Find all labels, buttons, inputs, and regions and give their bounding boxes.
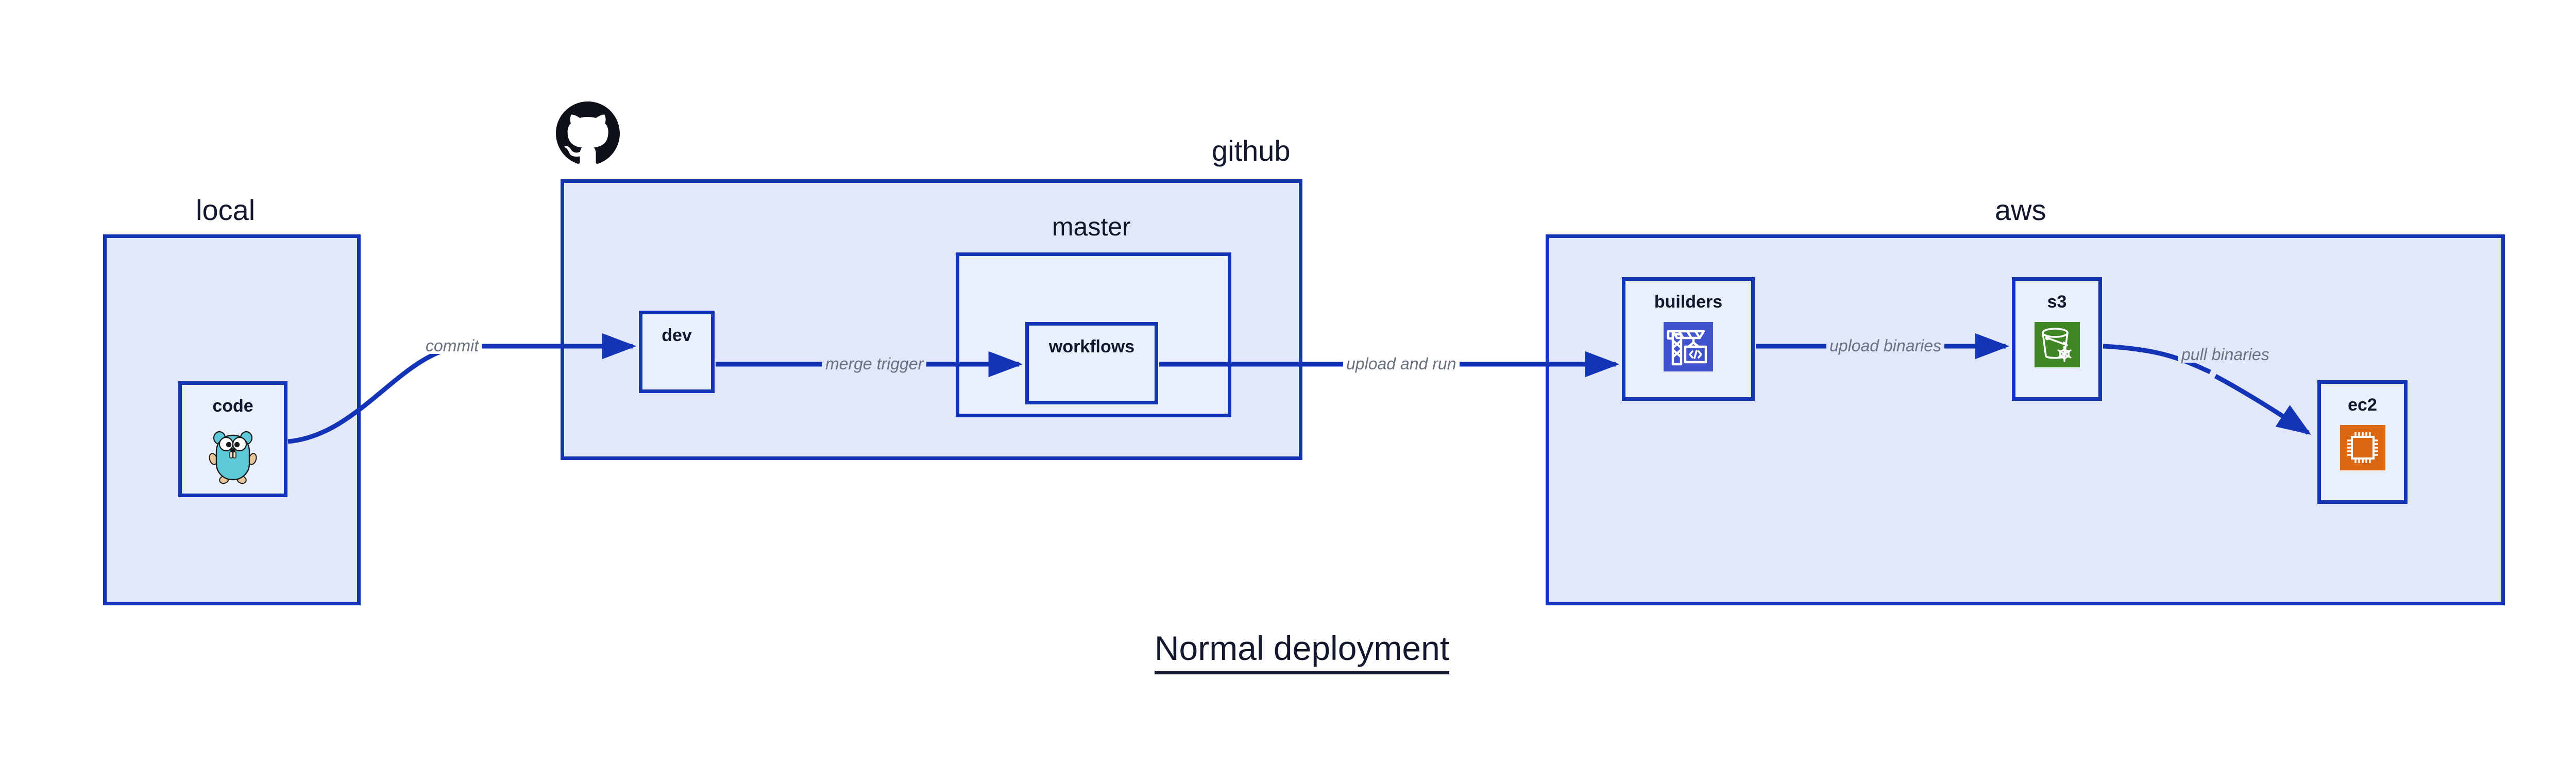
edge-label-upload-and-run: upload and run — [1343, 355, 1460, 372]
ec2-cpu-chip-icon — [2340, 425, 2385, 473]
node-ec2[interactable]: ec2 — [2317, 380, 2408, 504]
node-s3[interactable]: s3 — [2012, 277, 2102, 401]
node-code-label: code — [212, 396, 253, 416]
go-gopher-icon — [207, 426, 259, 486]
github-octocat-icon — [556, 101, 620, 165]
node-s3-label: s3 — [2047, 292, 2067, 312]
node-dev-label: dev — [662, 326, 692, 345]
zone-aws-label: aws — [1995, 194, 2046, 226]
node-workflows[interactable]: workflows — [1025, 322, 1158, 404]
zone-github-label: github — [1212, 134, 1291, 167]
node-code[interactable]: code — [178, 381, 287, 497]
node-ec2-label: ec2 — [2348, 395, 2377, 415]
edge-label-merge-trigger: merge trigger — [822, 355, 927, 372]
codebuild-crane-icon — [1664, 322, 1713, 374]
edge-label-upload-binaries: upload binaries — [1826, 337, 1945, 354]
page-title-text: Normal deployment — [1154, 629, 1450, 674]
node-builders-label: builders — [1654, 292, 1723, 312]
node-workflows-label: workflows — [1048, 337, 1135, 356]
s3-bucket-icon — [2034, 322, 2080, 370]
group-master-label: master — [1052, 212, 1131, 241]
edge-label-pull-binaries: pull binaries — [2178, 346, 2273, 363]
node-builders[interactable]: builders — [1622, 277, 1755, 401]
page-title: Normal deployment — [0, 629, 2576, 674]
edge-label-commit: commit — [422, 337, 482, 354]
zone-local-label: local — [196, 194, 256, 226]
node-dev[interactable]: dev — [639, 311, 715, 393]
